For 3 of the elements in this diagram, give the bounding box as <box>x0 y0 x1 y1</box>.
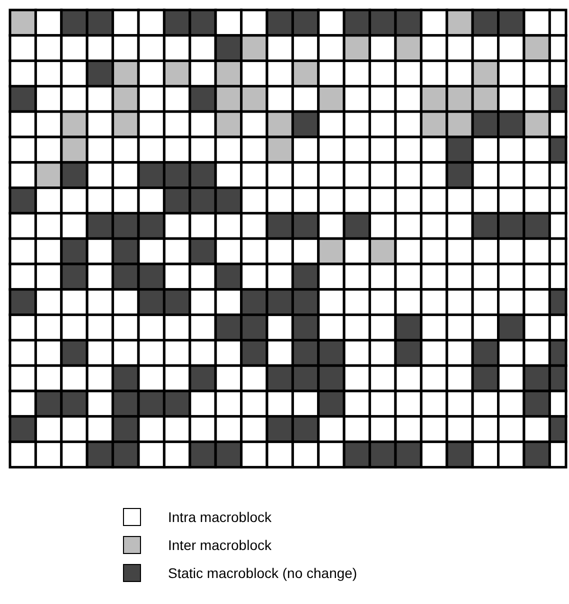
legend-label: Static macroblock (no change) <box>168 564 358 582</box>
legend-label: Inter macroblock <box>168 536 272 554</box>
legend-label: Intra macroblock <box>168 508 272 526</box>
